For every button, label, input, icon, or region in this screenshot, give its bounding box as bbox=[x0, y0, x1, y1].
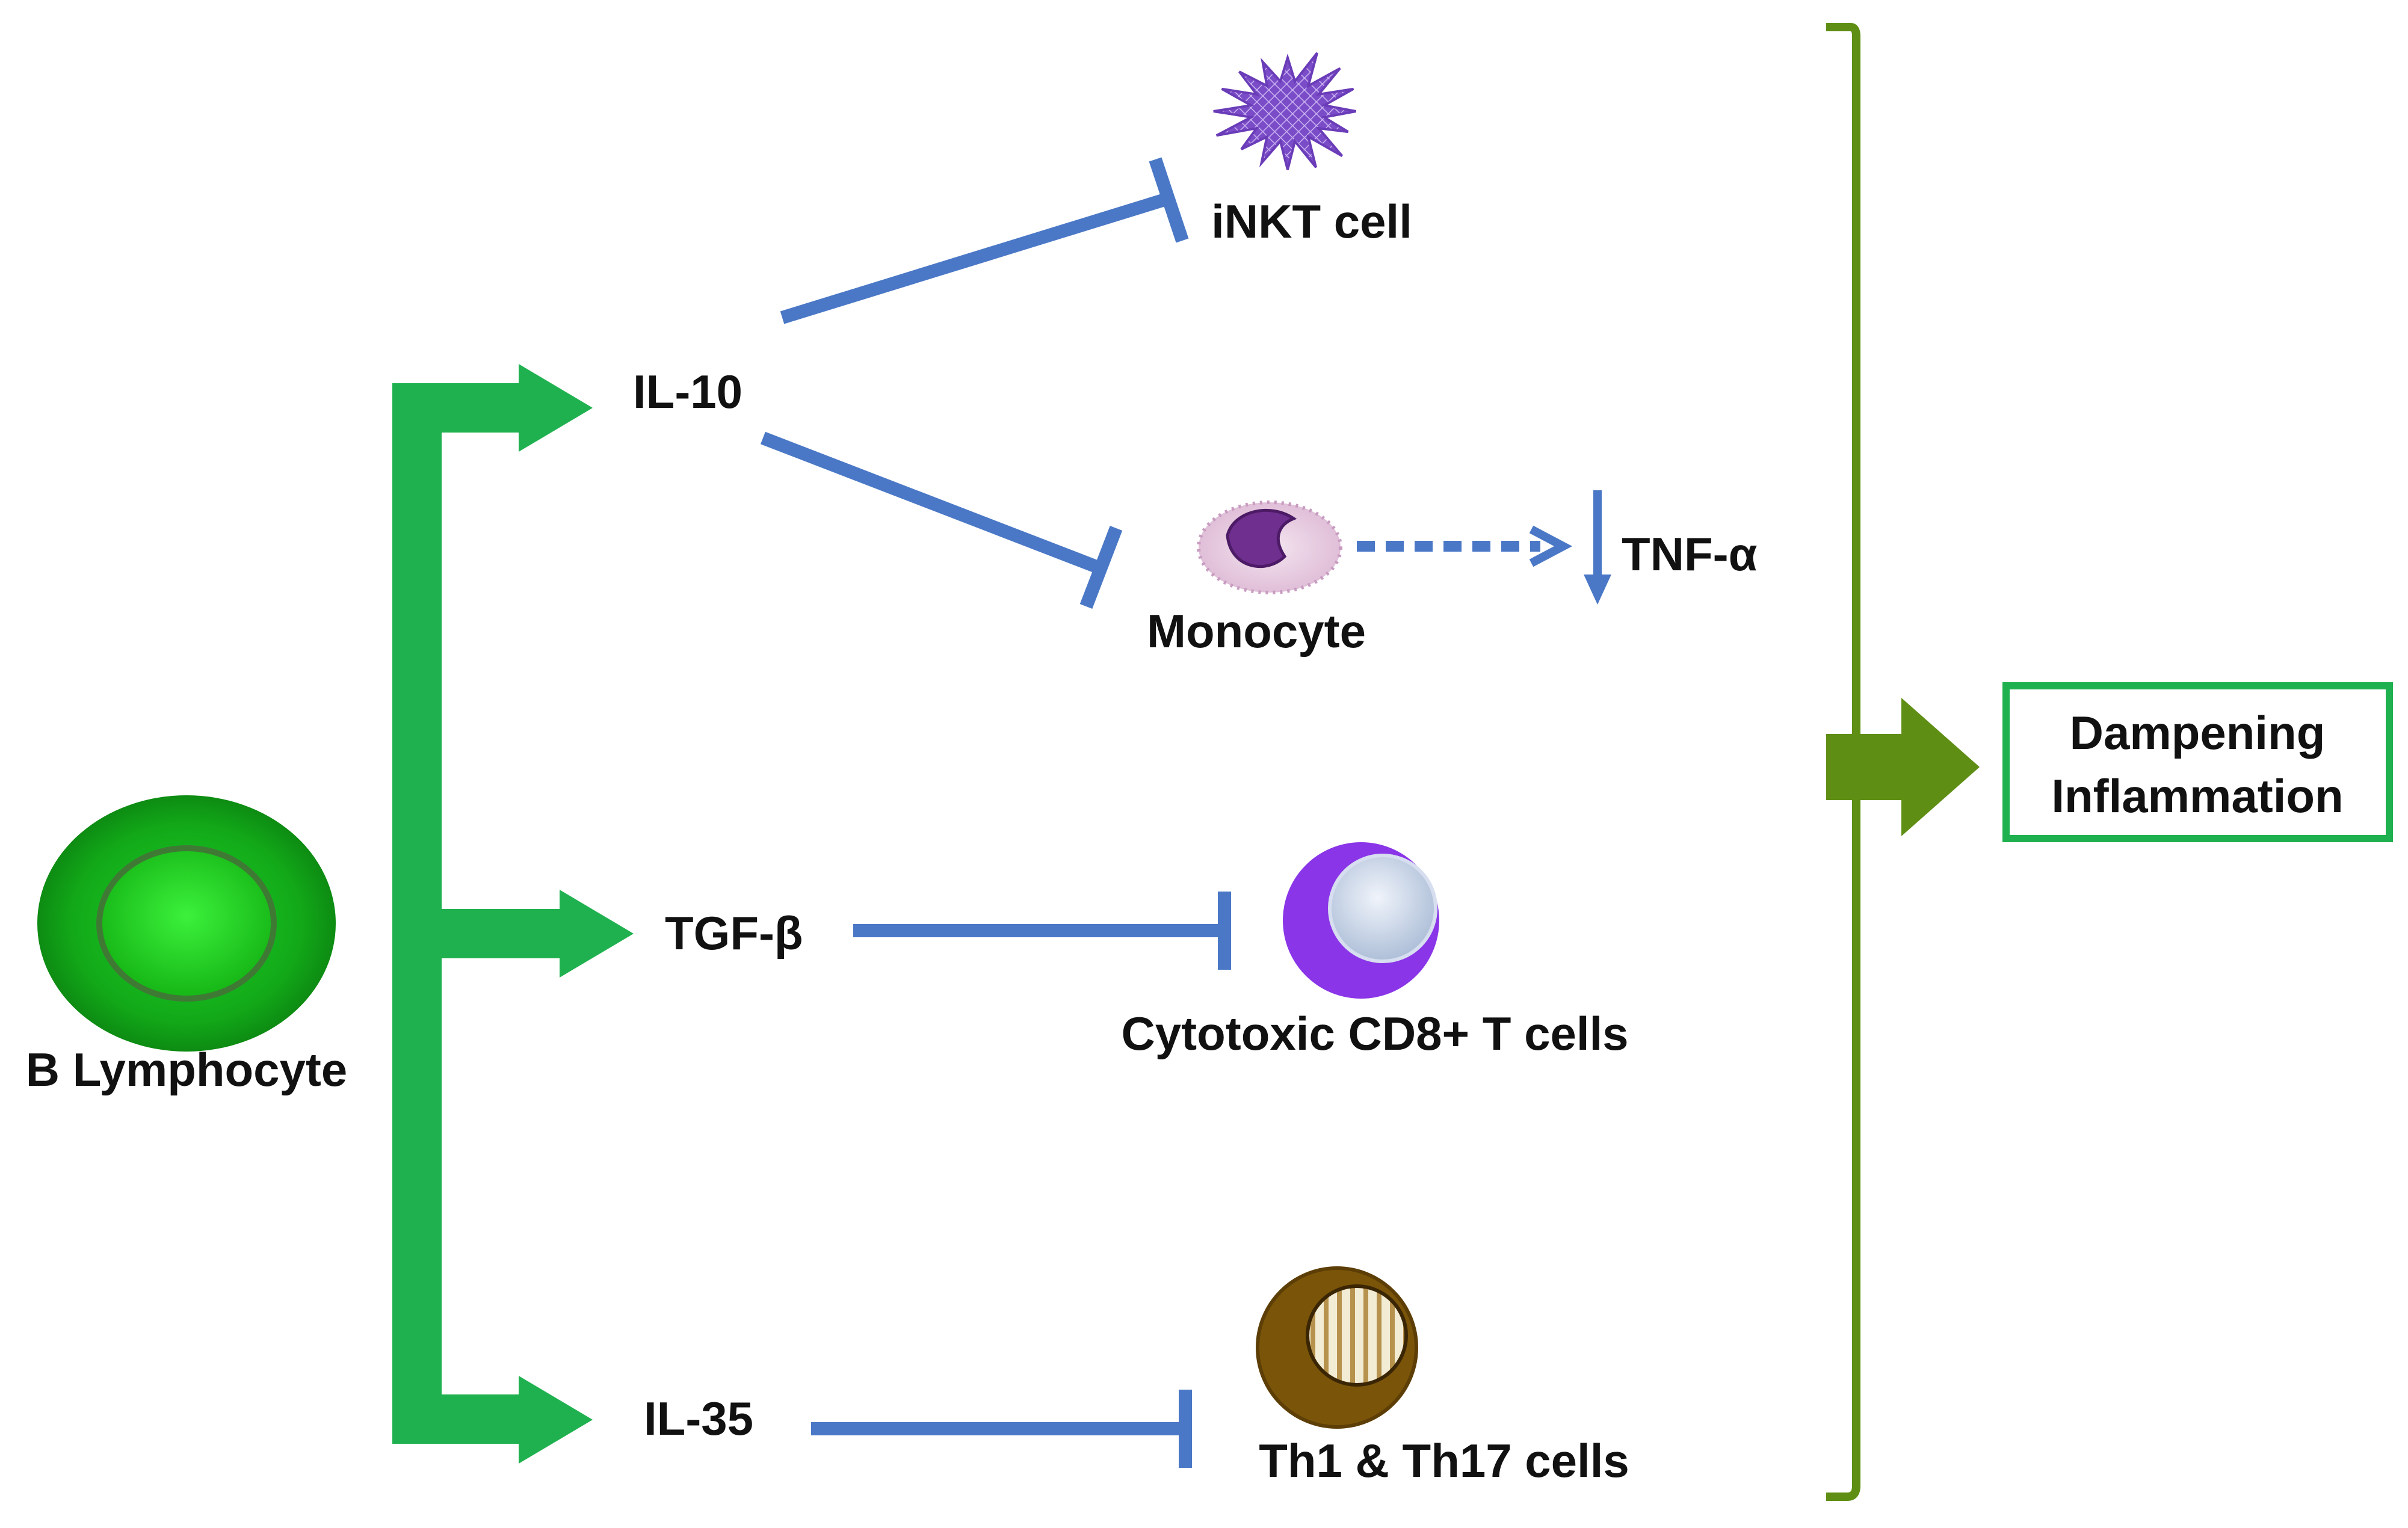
il10-arrowhead-icon bbox=[519, 364, 593, 452]
monocyte-cell-icon bbox=[1197, 501, 1342, 594]
cd8-label: Cytotoxic CD8+ T cells bbox=[1121, 1007, 1628, 1060]
inhibition-lines bbox=[761, 157, 1231, 1468]
t-cell-icon bbox=[1283, 842, 1439, 999]
il35-arrow-shaft bbox=[392, 1394, 525, 1444]
outcome-arrow-icon bbox=[1826, 698, 1980, 836]
il10-monocyte-inhibition-line bbox=[761, 431, 1104, 575]
il10-label: IL-10 bbox=[633, 365, 742, 418]
tnf-dotted-arrow bbox=[1357, 525, 1572, 567]
dotted-arrowhead-icon bbox=[1529, 525, 1572, 567]
monocyte-tbar-icon bbox=[1079, 526, 1123, 609]
activation-arrows bbox=[392, 364, 634, 1464]
outcome-box: Dampening Inflammation bbox=[2002, 682, 2393, 842]
spiky-star-cell-icon bbox=[1213, 52, 1356, 170]
il10-inkt-inhibition-line bbox=[780, 192, 1171, 324]
tgfb-arrowhead-icon bbox=[560, 890, 634, 978]
inkt-tbar-icon bbox=[1149, 157, 1189, 243]
outcome-line2: Inflammation bbox=[2051, 769, 2343, 822]
th-label: Th1 & Th17 cells bbox=[1259, 1434, 1629, 1487]
down-arrow-icon bbox=[1584, 490, 1611, 605]
il10-arrow-shaft bbox=[392, 383, 525, 433]
monocyte-label: Monocyte bbox=[1147, 605, 1366, 658]
tgfb-arrow-shaft bbox=[392, 909, 567, 958]
inkt-label: iNKT cell bbox=[1211, 195, 1412, 248]
outcome-line1: Dampening bbox=[2070, 706, 2326, 759]
tgfb-label: TGF-β bbox=[665, 907, 803, 960]
th-cell-icon bbox=[1256, 1266, 1418, 1429]
tnf-alpha-label: TNF-α bbox=[1622, 528, 1758, 581]
b-lymphocyte-label: B Lymphocyte bbox=[26, 1043, 348, 1096]
il35-label: IL-35 bbox=[644, 1392, 753, 1445]
il35-arrowhead-icon bbox=[519, 1376, 593, 1464]
b-lymphocyte-cell-icon bbox=[37, 795, 336, 1052]
